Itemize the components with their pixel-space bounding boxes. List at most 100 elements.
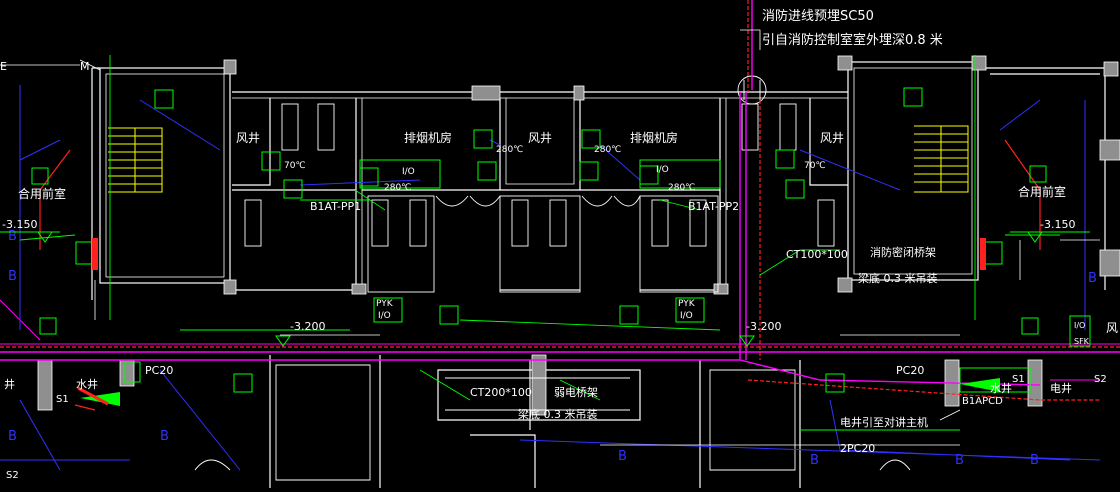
label-wind-shaft-mid: 风井 [528,131,552,145]
fan-unit-6 [511,199,529,247]
label-well-right: 电井 [1050,381,1072,395]
column-3 [573,85,585,101]
label-panel-pp2: B1AT-PP2 [688,200,739,213]
pyk-right-box [675,297,705,323]
column-8 [351,283,367,295]
equipment-block-left [367,195,435,293]
level-markers [0,231,1090,347]
column-17 [1099,249,1120,277]
label-io-1: I/O [402,167,415,177]
label-shared-anteroom-right: 合用前室 [1018,184,1066,199]
cable-main-magenta [0,0,1120,386]
axis-b-9: B [8,229,17,244]
label-ct200: CT200*100 [470,386,532,399]
special-devices [77,238,1000,406]
device-sq-19 [75,241,95,265]
cable-red [0,0,1120,401]
right-panel [959,367,1031,393]
device-sq-1 [154,89,174,109]
wall-left-stair-inner [105,73,225,278]
cable-green-leaders [19,55,1060,431]
equipment-block-right [639,195,719,293]
label-well-left: 井 [4,377,15,391]
columns [37,55,1120,416]
label-elev-left: -3.200 [290,320,325,333]
fan-unit-3 [244,199,262,247]
stair-left-treads [108,128,162,192]
label-temp-280-d: 280℃ [668,183,695,193]
axis-b-8: B [1030,453,1039,468]
column-4 [837,55,853,71]
lower-equipment [275,364,796,481]
label-e-left: E [0,60,7,73]
level-marker-left [0,231,60,243]
column-7 [223,279,237,295]
axis-marks: B B B B B B B B B [8,229,1097,468]
fan-unit-9 [689,199,707,247]
label-water-well-left: 水井 [76,377,98,391]
device-sq-16 [619,305,639,325]
axis-b-5: B [618,449,627,464]
fan-unit-10 [741,103,759,151]
device-sq-20 [983,241,1003,265]
column-12 [37,359,53,411]
label-s1-right: S1 [1012,374,1025,385]
label-io-right-vertical: I/O [1074,321,1085,330]
label-feed-line-1: 消防进线预埋SC50 [762,8,874,24]
sfk-box [1069,315,1091,347]
label-s2-left: S2 [6,470,19,481]
device-sq-17 [825,373,845,393]
feed-conduit-lines [743,80,761,100]
wall-shaft-left [232,98,271,186]
label-temp-70-right: 70℃ [804,161,826,171]
equipment [194,75,911,481]
label-s1-left: S1 [56,394,69,405]
level-marker-mid-left [275,335,291,347]
label-weak-tray: 弱电桥架 [554,386,598,399]
wall-right-stair-inner [853,67,973,275]
wall-lower-mid3 [470,434,536,488]
red-device-left [92,238,98,270]
label-s2-right: S2 [1094,374,1107,385]
device-sq-13 [39,317,57,335]
label-edge-char: 风 [1106,321,1118,335]
fan-unit-5 [409,199,427,247]
device-sq-6 [477,161,497,181]
fan-unit-12 [817,199,835,247]
column-13 [531,354,547,416]
device-sq-11 [785,179,805,199]
column-1 [223,59,237,75]
pyk-left-box [373,297,403,323]
stairs [108,125,969,193]
column-10 [837,277,853,293]
label-io-2: I/O [656,165,669,175]
axis-b-7: B [955,453,964,468]
column-16 [1099,139,1120,161]
label-pc20-left: PC20 [145,364,173,377]
label-pyk-right: PYK [678,299,696,309]
label-sfk: SFK [1074,337,1090,346]
device-sq-3 [283,179,303,199]
label-pc20x2: 2PC20 [840,442,875,455]
column-5 [971,55,987,71]
axis-b-2: B [1088,271,1097,286]
wall-shaft-right [809,98,848,186]
label-level-right: -3.150 [1040,218,1075,231]
label-elev-right: -3.200 [746,320,781,333]
label-wind-shaft-right: 风井 [820,131,844,145]
walls [91,61,1106,488]
label-fire-tray-2: 梁底 0.3 米吊装 [858,271,938,285]
label-smoke-room-right: 排烟机房 [630,130,678,145]
device-sq-23 [1029,165,1047,183]
device-sq-15 [439,305,459,325]
labels: 消防进线预埋SC50 引自消防控制室室外埋深0.8 米 风井 排烟机房 风井 排… [0,8,1118,481]
device-sq-7 [581,129,601,149]
label-ct100: CT100*100 [786,248,848,261]
label-panel-pp1: B1AT-PP1 [310,200,361,213]
label-water-well-right: 水井 [990,381,1012,395]
column-2 [471,85,501,101]
column-9 [713,283,729,295]
pp2-box [639,159,721,189]
fan-unit-11 [779,103,797,151]
